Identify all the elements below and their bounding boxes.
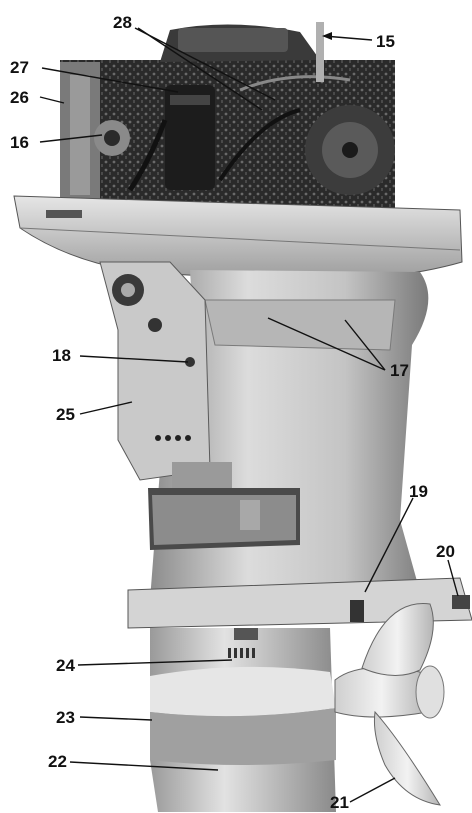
swivel-block (148, 462, 300, 550)
powerhead (60, 22, 395, 220)
callout-16: 16 (10, 133, 29, 152)
callout-22: 22 (48, 752, 67, 771)
propeller (334, 603, 445, 806)
callout-labels: 15 16 17 18 19 20 21 22 23 24 25 26 27 2… (10, 13, 455, 812)
transom-bracket (99, 261, 211, 481)
callout-27: 27 (10, 58, 29, 77)
callout-25: 25 (56, 405, 75, 424)
callout-20: 20 (436, 542, 455, 561)
callout-24: 24 (56, 656, 75, 675)
anti-cavitation-plate (127, 577, 472, 629)
callout-19: 19 (409, 482, 428, 501)
callout-28: 28 (113, 13, 132, 32)
callout-23: 23 (56, 708, 75, 727)
gearcase (150, 628, 336, 812)
leader-lines (39, 27, 459, 803)
callout-18: 18 (52, 346, 71, 365)
callout-17: 17 (390, 361, 409, 380)
lower-cowl (13, 195, 463, 283)
callout-26: 26 (10, 88, 29, 107)
callout-15: 15 (376, 32, 395, 51)
callout-21: 21 (330, 793, 349, 812)
